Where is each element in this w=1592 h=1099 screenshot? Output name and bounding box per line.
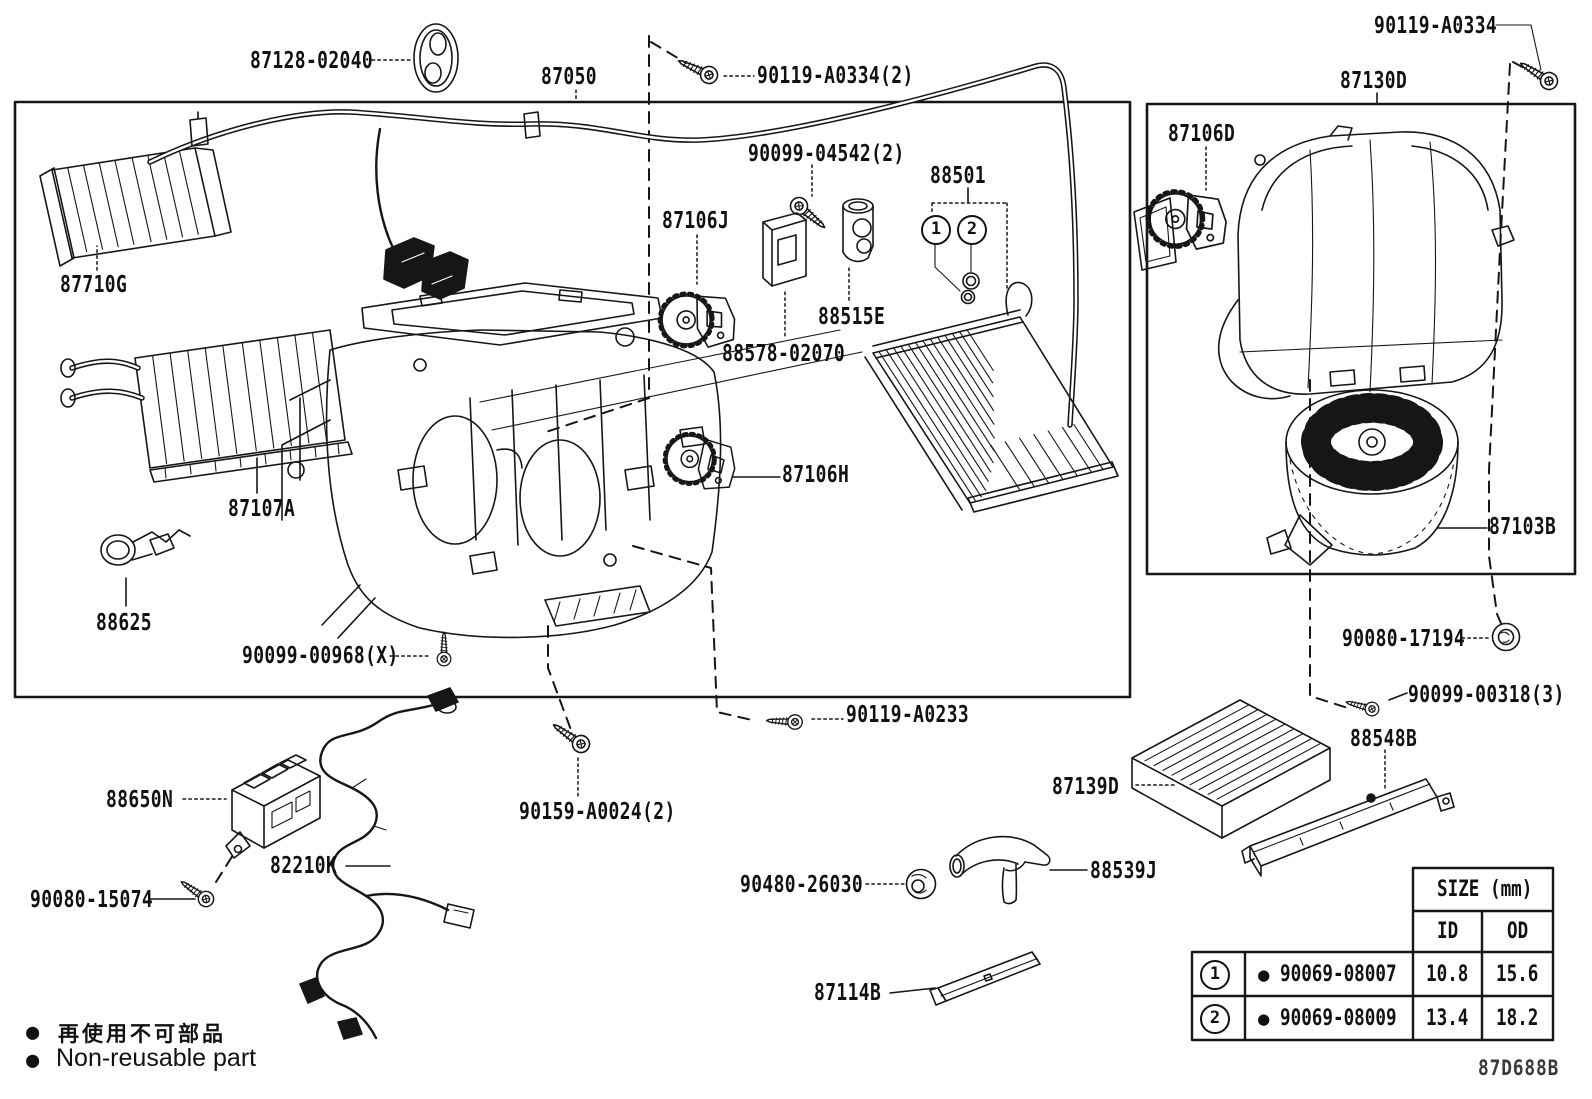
callout-circle-2: 2 bbox=[957, 215, 987, 245]
callout-circle-1: 1 bbox=[921, 215, 951, 245]
part-label-90159-a0024-2: 90159-A0024(2) bbox=[519, 799, 676, 825]
part-label-87114b: 87114B bbox=[814, 980, 882, 1006]
legend-text-japanese: 再使用不可部品 bbox=[58, 1022, 226, 1046]
part-label-90480-26030: 90480-26030 bbox=[740, 872, 864, 898]
part-label-88539j: 88539J bbox=[1090, 858, 1158, 884]
part-label-90099-00318-3: 90099-00318(3) bbox=[1408, 682, 1565, 708]
part-label-87106j: 87106J bbox=[662, 208, 730, 234]
part-label-87050: 87050 bbox=[541, 64, 597, 90]
screw-icon bbox=[674, 52, 722, 88]
servo-motor-drawing-87106h bbox=[663, 432, 738, 491]
table-row-od-value: 18.2 bbox=[1496, 1006, 1539, 1031]
blower-unit-boundary-box bbox=[1145, 102, 1577, 576]
label-leader-lines bbox=[96, 24, 1542, 994]
hose-drawing-88539j bbox=[949, 835, 1051, 905]
part-label-82210k: 82210K bbox=[270, 853, 338, 879]
table-row-id-value: 13.4 bbox=[1426, 1006, 1469, 1031]
heater-core-drawing-87107a bbox=[60, 329, 353, 483]
size-table-header: SIZE (mm) bbox=[1437, 877, 1533, 902]
legend-text-english: Non-reusable part bbox=[56, 1044, 257, 1072]
non-reusable-bullet-icon: ● bbox=[26, 1048, 40, 1073]
part-label-88625: 88625 bbox=[96, 610, 152, 636]
wire-harness-drawing-82210k bbox=[299, 687, 475, 1040]
expansion-valve-drawing-88515e bbox=[842, 198, 874, 263]
clip-drawing-88625 bbox=[100, 529, 191, 566]
part-label-87107a: 87107A bbox=[228, 496, 296, 522]
size-table-col-id: ID bbox=[1437, 919, 1459, 944]
size-table-grid bbox=[1190, 866, 1555, 1042]
part-label-90080-17194: 90080-17194 bbox=[1342, 626, 1466, 652]
main-unit-boundary-box bbox=[13, 100, 1132, 699]
non-reusable-bullet-icon: ● bbox=[26, 1020, 40, 1045]
blower-fan-drawing-87103b bbox=[1266, 389, 1459, 566]
screw-icon bbox=[436, 631, 452, 667]
table-row-id-value: 10.8 bbox=[1426, 962, 1469, 987]
part-label-88650n: 88650N bbox=[106, 787, 174, 813]
part-label-88501: 88501 bbox=[930, 163, 986, 189]
part-label-90099-00968-x: 90099-00968(X) bbox=[242, 643, 399, 669]
damper-drawing-88578 bbox=[762, 212, 807, 287]
part-label-87103b: 87103B bbox=[1489, 514, 1557, 540]
amplifier-drawing-88650n bbox=[225, 754, 321, 859]
part-label-88515e: 88515E bbox=[818, 304, 886, 330]
grommet-drawing-87128 bbox=[413, 23, 459, 93]
screw-icon bbox=[547, 717, 594, 757]
part-label-90099-04542-2: 90099-04542(2) bbox=[748, 141, 905, 167]
non-reusable-bullet-icon: ● bbox=[1258, 964, 1270, 986]
diagram-code: 87D688B bbox=[1478, 1056, 1560, 1080]
bracket-drawing-87114b bbox=[929, 951, 1041, 1006]
part-label-87128-02040: 87128-02040 bbox=[250, 48, 374, 74]
table-row-callout-1: 1 bbox=[1200, 960, 1230, 990]
part-label-90119-a0334-2: 90119-A0334(2) bbox=[757, 63, 914, 89]
part-label-87106h: 87106H bbox=[782, 462, 850, 488]
part-label-90119-a0334: 90119-A0334 bbox=[1374, 13, 1498, 39]
filter-cover-drawing-88548b bbox=[1241, 778, 1455, 877]
part-label-87106d: 87106D bbox=[1168, 121, 1236, 147]
grommet-icon bbox=[905, 868, 937, 900]
cabin-filter-drawing-87139d bbox=[1131, 699, 1331, 839]
blower-housing-drawing-87130d bbox=[1218, 125, 1515, 400]
part-label-90119-a0233: 90119-A0233 bbox=[846, 702, 970, 728]
part-label-87139d: 87139D bbox=[1052, 774, 1120, 800]
screw-icon bbox=[176, 874, 218, 911]
hvac-case-drawing bbox=[281, 282, 863, 639]
part-label-88578-02070: 88578-02070 bbox=[722, 341, 846, 367]
part-label-88548b: 88548B bbox=[1350, 726, 1418, 752]
screw-icon bbox=[765, 712, 804, 731]
evaporator-drawing-88501 bbox=[864, 272, 1119, 513]
part-label-87710g: 87710G bbox=[60, 272, 128, 298]
table-row-part-number: 90069-08007 bbox=[1280, 962, 1397, 987]
table-row-callout-2: 2 bbox=[1200, 1004, 1230, 1034]
table-row-od-value: 15.6 bbox=[1496, 962, 1539, 987]
non-reusable-bullet-icon: ● bbox=[1258, 1008, 1270, 1030]
cooler-pipe-drawing-87710g bbox=[39, 62, 1079, 428]
screw-icon bbox=[1515, 55, 1562, 94]
part-label-87130d: 87130D bbox=[1340, 68, 1408, 94]
servo-motor-drawing-87106d bbox=[1133, 188, 1228, 271]
screw-icon bbox=[1343, 694, 1381, 718]
dashed-leader-lines bbox=[215, 35, 1527, 883]
table-row-part-number: 90069-08009 bbox=[1280, 1006, 1397, 1031]
part-label-90080-15074: 90080-15074 bbox=[30, 887, 154, 913]
size-table-col-od: OD bbox=[1507, 919, 1529, 944]
grommet-icon bbox=[1491, 622, 1521, 652]
